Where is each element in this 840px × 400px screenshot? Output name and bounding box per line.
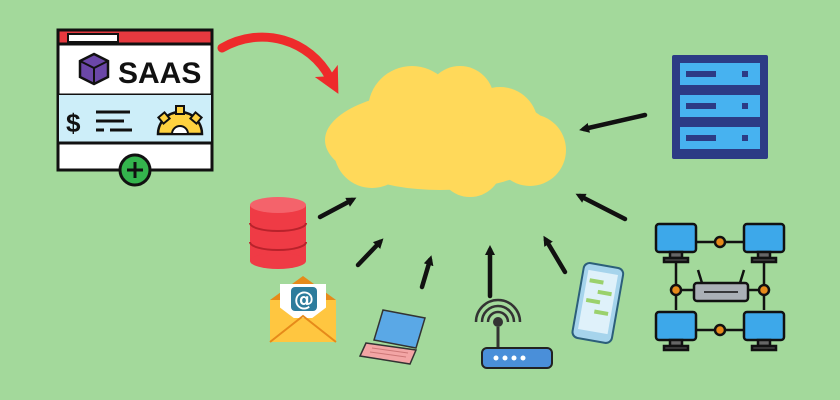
arrow-laptop [419, 255, 434, 290]
laptop-icon [358, 309, 426, 365]
highlight-arrow [217, 32, 339, 94]
arrow-network [575, 193, 628, 222]
arrow-email [355, 238, 384, 268]
text-lines-icon [96, 110, 132, 132]
wifi-router-icon [474, 298, 553, 369]
cloud-icon [325, 66, 566, 197]
plus-icon [118, 153, 152, 187]
saas-label: SAAS [118, 57, 201, 90]
cube-icon [78, 52, 110, 86]
email-envelope-icon: @ [269, 276, 337, 343]
gear-icon [156, 105, 204, 136]
arrow-phone [543, 235, 568, 275]
saas-window-icon: SAAS $ [56, 28, 214, 187]
database-icon [249, 197, 307, 269]
connection-arrows [317, 112, 648, 299]
email-at-symbol: @ [294, 287, 314, 311]
server-rack-icon [672, 55, 768, 159]
arrow-database [317, 197, 357, 220]
computer-network-icon [654, 222, 786, 352]
smartphone-icon [571, 262, 625, 344]
dollar-symbol: $ [66, 108, 81, 138]
arrow-server [579, 112, 648, 133]
